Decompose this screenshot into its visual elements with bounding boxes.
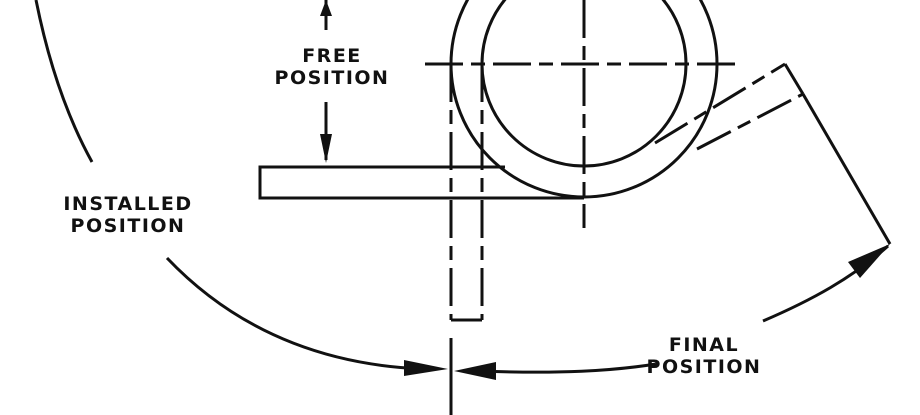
final-position-label: FINAL POSITION — [634, 334, 774, 378]
installed-arc-upper — [34, 0, 94, 163]
final-leg-end — [783, 63, 805, 95]
free-position-label-line2: POSITION — [274, 67, 390, 89]
final-leg-inner-edge — [654, 62, 786, 145]
free-position-label-line1: FREE — [302, 45, 362, 67]
installed-arc-lower — [165, 256, 426, 371]
final-arc-left — [479, 362, 657, 374]
final-position-label-line1: FINAL — [668, 334, 740, 356]
free-position-label: FREE POSITION — [262, 45, 402, 89]
final-left-arrowhead — [454, 362, 496, 380]
final-extension-line — [801, 93, 892, 245]
installed-position-label-line1: INSTALLED — [63, 193, 193, 215]
installed-position-label: INSTALLED POSITION — [43, 193, 213, 237]
installed-position-label-line2: POSITION — [70, 215, 186, 237]
final-leg-outer-edge — [696, 92, 804, 151]
installed-position-leg — [258, 165, 584, 200]
installed-arrowhead — [404, 360, 448, 376]
free-up-arrowhead — [320, 0, 332, 16]
free-down-arrowhead — [320, 134, 332, 163]
final-right-arrowhead — [848, 244, 890, 278]
final-position-label-line2: POSITION — [646, 356, 762, 378]
